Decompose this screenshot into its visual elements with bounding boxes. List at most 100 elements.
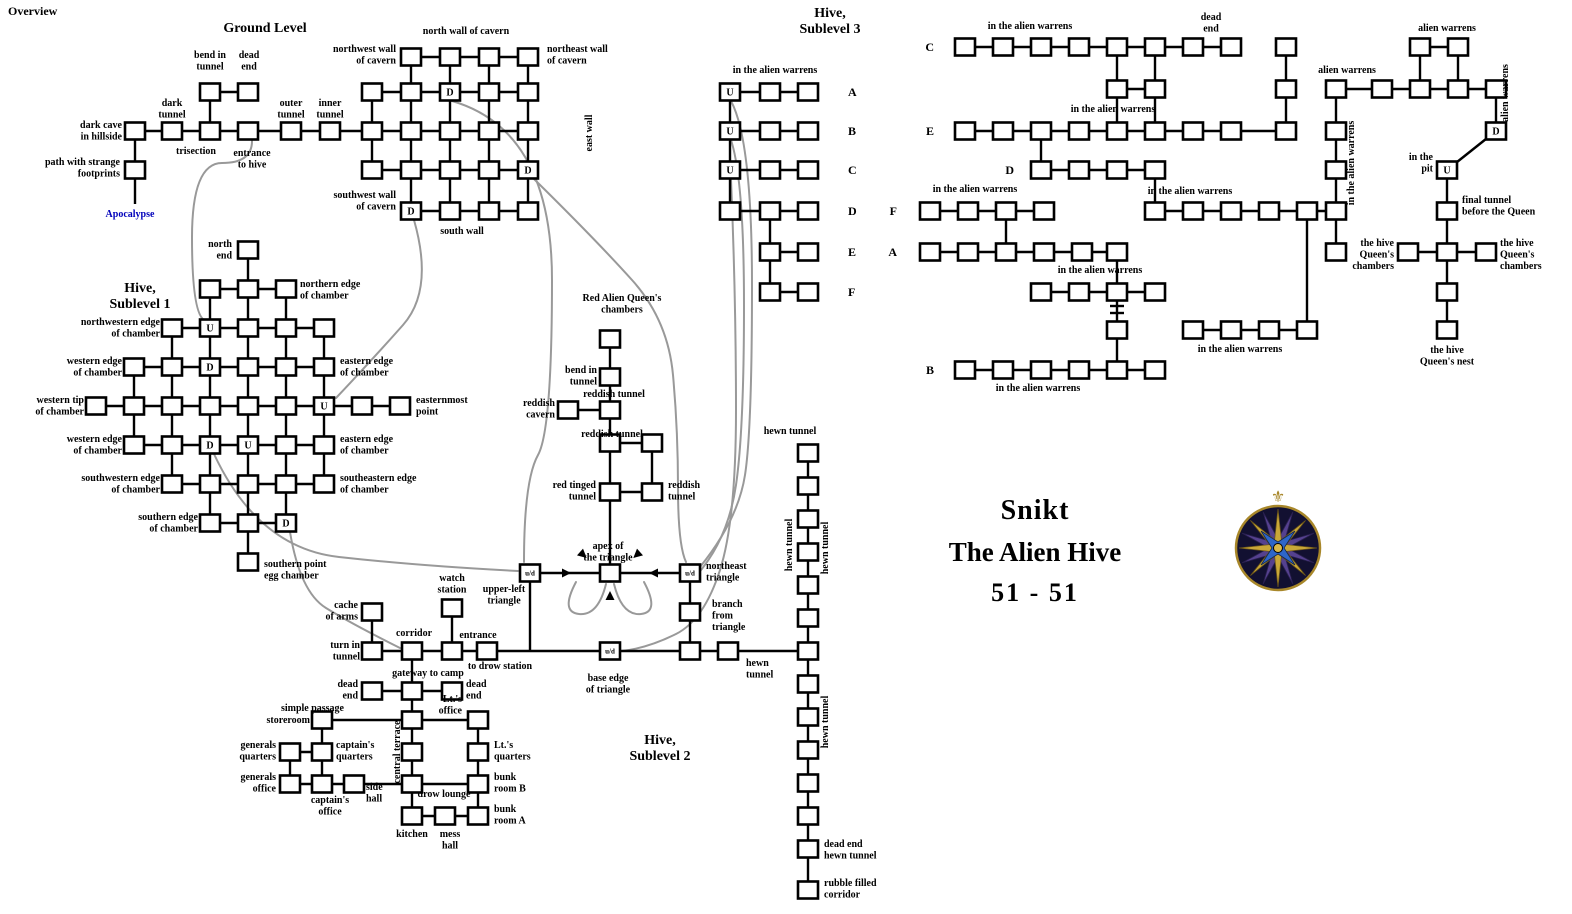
room[interactable] <box>1181 37 1205 57</box>
room[interactable] <box>400 742 424 762</box>
room[interactable] <box>758 82 782 102</box>
room[interactable] <box>1029 160 1053 180</box>
room[interactable] <box>350 396 374 416</box>
room[interactable] <box>716 641 740 661</box>
room[interactable] <box>796 476 820 496</box>
room[interactable] <box>274 279 298 299</box>
room[interactable] <box>991 360 1015 380</box>
room[interactable] <box>758 282 782 302</box>
room[interactable] <box>1032 201 1056 221</box>
room[interactable] <box>160 121 184 141</box>
room[interactable] <box>1070 242 1094 262</box>
room[interactable] <box>274 513 298 533</box>
room[interactable] <box>1435 201 1459 221</box>
room[interactable] <box>477 160 501 180</box>
room[interactable] <box>1408 37 1432 57</box>
room[interactable] <box>477 82 501 102</box>
room[interactable] <box>1029 282 1053 302</box>
room[interactable] <box>1105 282 1129 302</box>
room[interactable] <box>399 121 423 141</box>
room[interactable] <box>236 513 260 533</box>
room[interactable] <box>1143 201 1167 221</box>
room[interactable] <box>477 121 501 141</box>
room[interactable] <box>198 513 222 533</box>
room[interactable] <box>598 400 622 420</box>
room[interactable] <box>1324 121 1348 141</box>
room[interactable] <box>1370 79 1394 99</box>
room[interactable] <box>994 242 1018 262</box>
room[interactable] <box>360 602 384 622</box>
room[interactable] <box>274 357 298 377</box>
room[interactable] <box>516 201 540 221</box>
room[interactable] <box>1324 160 1348 180</box>
room[interactable] <box>516 160 540 180</box>
room[interactable] <box>1295 320 1319 340</box>
room[interactable] <box>598 482 622 502</box>
room[interactable] <box>438 47 462 67</box>
room[interactable] <box>278 774 302 794</box>
room[interactable] <box>477 201 501 221</box>
room[interactable] <box>1435 282 1459 302</box>
room[interactable] <box>400 806 424 826</box>
room[interactable] <box>1067 37 1091 57</box>
room[interactable] <box>796 443 820 463</box>
room[interactable] <box>475 641 499 661</box>
room[interactable] <box>440 641 464 661</box>
room[interactable] <box>438 201 462 221</box>
room[interactable] <box>438 121 462 141</box>
room[interactable] <box>466 774 490 794</box>
room[interactable] <box>400 681 424 701</box>
room[interactable] <box>516 82 540 102</box>
room[interactable] <box>1274 79 1298 99</box>
room[interactable] <box>1143 37 1167 57</box>
room[interactable] <box>1181 121 1205 141</box>
room[interactable] <box>310 774 334 794</box>
room[interactable] <box>360 82 384 102</box>
room[interactable] <box>198 82 222 102</box>
room[interactable] <box>312 318 336 338</box>
room[interactable] <box>466 742 490 762</box>
room[interactable] <box>399 82 423 102</box>
room[interactable] <box>274 396 298 416</box>
room[interactable] <box>1474 242 1498 262</box>
room[interactable] <box>388 396 412 416</box>
room[interactable] <box>678 563 702 583</box>
room[interactable] <box>718 82 742 102</box>
room[interactable] <box>438 160 462 180</box>
room[interactable] <box>1257 201 1281 221</box>
room[interactable] <box>796 707 820 727</box>
room[interactable] <box>318 121 342 141</box>
room[interactable] <box>236 121 260 141</box>
room[interactable] <box>1484 121 1508 141</box>
room[interactable] <box>1105 37 1129 57</box>
room[interactable] <box>466 806 490 826</box>
room[interactable] <box>466 710 490 730</box>
room[interactable] <box>953 360 977 380</box>
room[interactable] <box>1324 79 1348 99</box>
room[interactable] <box>312 396 336 416</box>
room[interactable] <box>598 563 622 583</box>
room[interactable] <box>399 47 423 67</box>
room[interactable] <box>516 121 540 141</box>
room[interactable] <box>956 242 980 262</box>
room[interactable] <box>796 509 820 529</box>
room[interactable] <box>438 82 462 102</box>
room[interactable] <box>1435 242 1459 262</box>
room[interactable] <box>518 563 542 583</box>
room[interactable] <box>758 242 782 262</box>
room[interactable] <box>1143 160 1167 180</box>
room[interactable] <box>236 357 260 377</box>
room[interactable] <box>1105 360 1129 380</box>
room[interactable] <box>122 396 146 416</box>
room[interactable] <box>1067 282 1091 302</box>
room[interactable] <box>236 435 260 455</box>
room[interactable] <box>1274 37 1298 57</box>
room[interactable] <box>360 681 384 701</box>
room[interactable] <box>160 357 184 377</box>
room[interactable] <box>433 806 457 826</box>
room[interactable] <box>796 575 820 595</box>
room[interactable] <box>160 396 184 416</box>
room[interactable] <box>678 641 702 661</box>
room[interactable] <box>1219 201 1243 221</box>
